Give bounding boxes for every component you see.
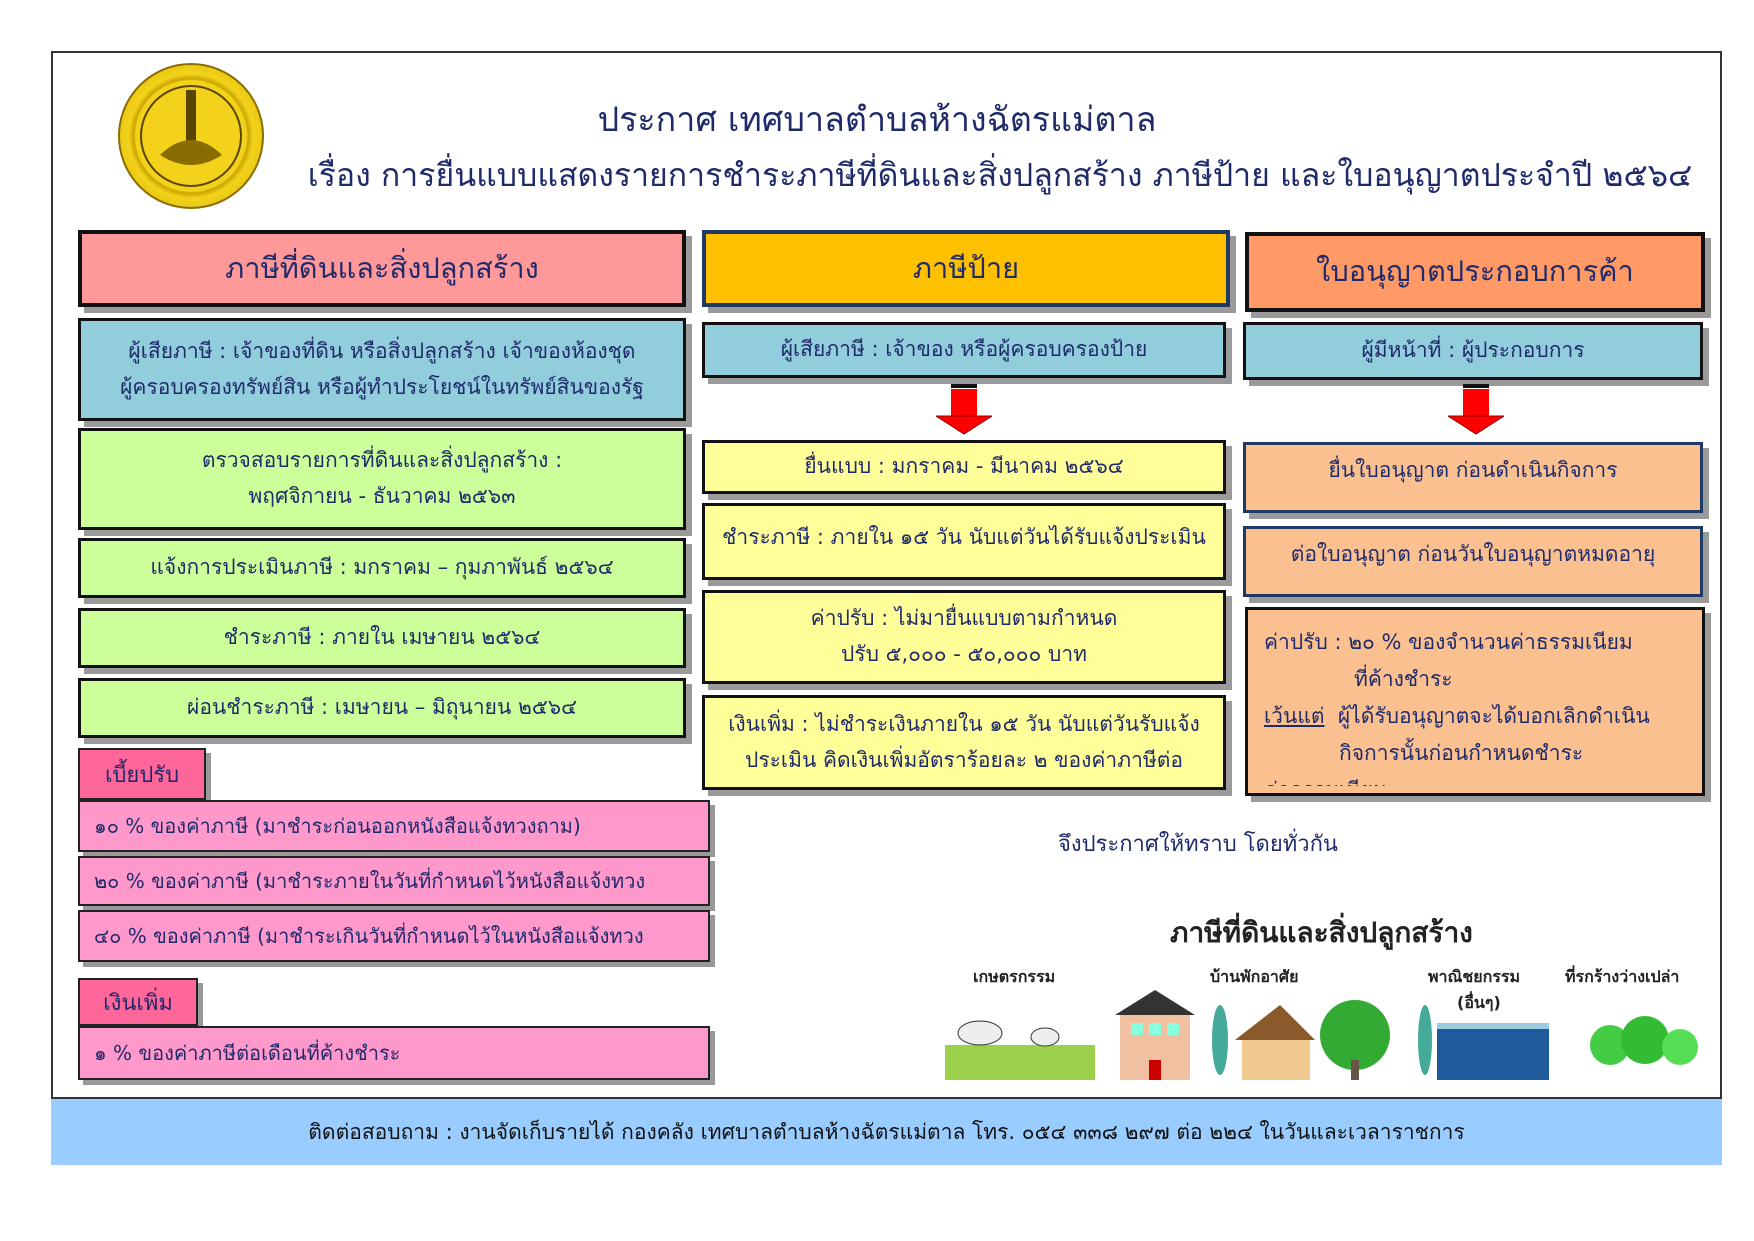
except-label: เว้นแต่ bbox=[1264, 704, 1325, 728]
sign-step-file: ยื่นแบบ : มกราคม - มีนาคม ๒๕๖๔ bbox=[702, 440, 1226, 494]
text-line: เงินเพิ่ม : ไม่ชำระเงินภายใน ๑๕ วัน นับแ… bbox=[728, 711, 1200, 736]
sign-taxpayer-box: ผู้เสียภาษี : เจ้าของ หรือผู้ครอบครองป้า… bbox=[702, 322, 1226, 378]
category-label: (อื่นๆ) bbox=[1457, 993, 1501, 1012]
arrow-down-icon bbox=[1448, 384, 1504, 435]
license-duty-box: ผู้มีหน้าที่ : ผู้ประกอบการ bbox=[1243, 322, 1703, 380]
category-label: พาณิชยกรรม bbox=[1428, 967, 1521, 986]
category-label: เกษตรกรรม bbox=[973, 967, 1056, 986]
land-tax-header: ภาษีที่ดินและสิ่งปลูกสร้าง bbox=[78, 230, 686, 307]
text-line: ตรวจสอบรายการที่ดินและสิ่งปลูกสร้าง : bbox=[201, 448, 563, 473]
text-line: ปรับ ๕,๐๐๐ - ๕๐,๐๐๐ บาท bbox=[840, 642, 1088, 666]
land-step-pay: ชำระภาษี : ภายใน เมษายน ๒๕๖๔ bbox=[78, 608, 686, 668]
text-line: ผู้ครอบครองทรัพย์สิน หรือผู้ทำประโยชน์ใน… bbox=[120, 374, 644, 399]
illustration-graphics bbox=[945, 990, 1698, 1080]
surcharge-label: เงินเพิ่ม bbox=[78, 978, 198, 1026]
sign-step-pay: ชำระภาษี : ภายใน ๑๕ วัน นับแต่วันได้รับแ… bbox=[702, 503, 1226, 580]
illustration-title: ภาษีที่ดินและสิ่งปลูกสร้าง bbox=[1170, 916, 1473, 949]
category-label: ที่รกร้างว่างเปล่า bbox=[1565, 967, 1680, 986]
license-step-renew: ต่อใบอนุญาต ก่อนวันใบอนุญาตหมดอายุ bbox=[1243, 526, 1703, 597]
text-line: ค่าธรรมเนียม bbox=[1264, 772, 1387, 786]
text-line: ผู้ได้รับอนุญาตจะได้บอกเลิกดำเนิน bbox=[1337, 704, 1650, 728]
text-line: ค่าปรับ : ๒๐ % ของจำนวนค่าธรรมเนียม bbox=[1264, 630, 1633, 654]
land-taxpayer-box: ผู้เสียภาษี : เจ้าของที่ดิน หรือสิ่งปลูก… bbox=[78, 318, 686, 421]
text-line: ประเมิน คิดเงินเพิ่มอัตราร้อยละ ๒ ของค่า… bbox=[745, 747, 1183, 772]
land-step-inspect: ตรวจสอบรายการที่ดินและสิ่งปลูกสร้าง : พฤ… bbox=[78, 428, 686, 530]
arrow-down-icon bbox=[936, 384, 992, 435]
text-line: กิจการนั้นก่อนกำหนดชำระ bbox=[1339, 741, 1584, 765]
sign-tax-header: ภาษีป้าย bbox=[702, 230, 1230, 307]
contact-footer: ติดต่อสอบถาม : งานจัดเก็บรายได้ กองคลัง … bbox=[51, 1097, 1722, 1165]
page-subject: เรื่อง การยื่นแบบแสดงรายการชำระภาษีที่ดิ… bbox=[307, 156, 1693, 194]
penalty-row: ๑๐ % ของค่าภาษี (มาชำระก่อนออกหนังสือแจ้… bbox=[78, 800, 710, 852]
text-line: ค่าปรับ : ไม่มายื่นแบบตามกำหนด bbox=[810, 606, 1118, 631]
sign-step-fine: ค่าปรับ : ไม่มายื่นแบบตามกำหนด ปรับ ๕,๐๐… bbox=[702, 590, 1226, 684]
penalty-label: เบี้ยปรับ bbox=[78, 748, 206, 800]
land-step-assess: แจ้งการประเมินภาษี : มกราคม – กุมภาพันธ์… bbox=[78, 538, 686, 598]
land-tax-illustration: ภาษีที่ดินและสิ่งปลูกสร้าง เกษตรกรรม บ้า… bbox=[945, 905, 1705, 1080]
page-title: ประกาศ เทศบาลตำบลห้างฉัตรแม่ตาล bbox=[597, 100, 1157, 140]
surcharge-row: ๑ % ของค่าภาษีต่อเดือนที่ค้างชำระ bbox=[78, 1026, 710, 1080]
text-line: พฤศจิกายน - ธันวาคม ๒๕๖๓ bbox=[248, 484, 516, 508]
sign-step-surcharge: เงินเพิ่ม : ไม่ชำระเงินภายใน ๑๕ วัน นับแ… bbox=[702, 695, 1226, 790]
category-label: บ้านพักอาศัย bbox=[1210, 967, 1299, 986]
text-line: ที่ค้างชำระ bbox=[1354, 667, 1453, 691]
land-step-installment: ผ่อนชำระภาษี : เมษายน – มิถุนายน ๒๕๖๔ bbox=[78, 678, 686, 738]
closing-text: จึงประกาศให้ทราบ โดยทั่วกัน bbox=[1058, 832, 1338, 857]
license-fine-box: ค่าปรับ : ๒๐ % ของจำนวนค่าธรรมเนียม ที่ค… bbox=[1245, 607, 1705, 796]
license-header: ใบอนุญาตประกอบการค้า bbox=[1245, 232, 1705, 312]
text-line: ผู้เสียภาษี : เจ้าของที่ดิน หรือสิ่งปลูก… bbox=[128, 338, 636, 363]
license-step-apply: ยื่นใบอนุญาต ก่อนดำเนินกิจการ bbox=[1243, 442, 1703, 513]
municipality-seal-logo bbox=[118, 63, 264, 209]
penalty-row: ๒๐ % ของค่าภาษี (มาชำระภายในวันที่กำหนดไ… bbox=[78, 856, 710, 906]
penalty-row: ๔๐ % ของค่าภาษี (มาชำระเกินวันที่กำหนดไว… bbox=[78, 910, 710, 962]
